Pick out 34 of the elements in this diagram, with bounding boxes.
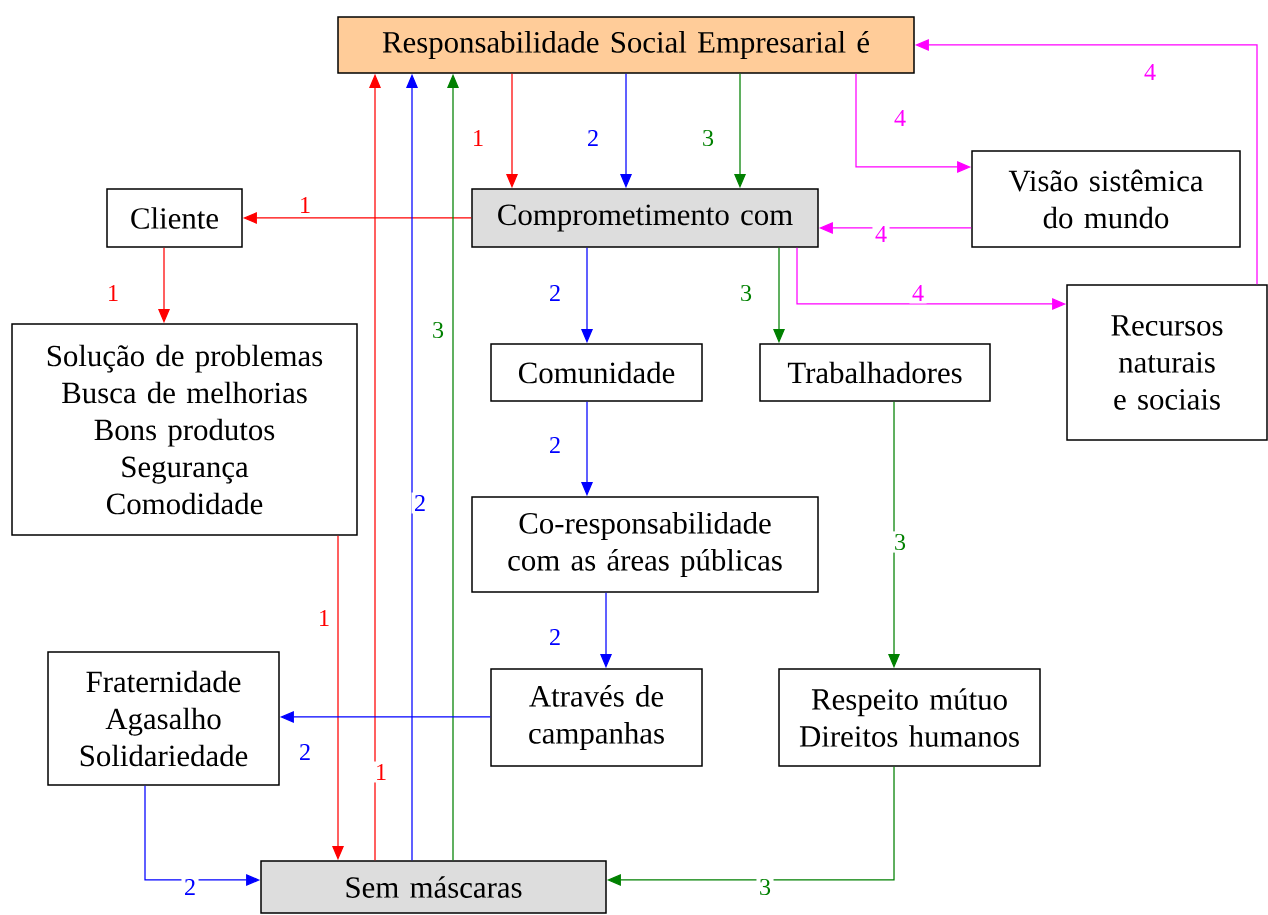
process-box: Cliente [106,188,243,248]
process-box: Através de campanhas [490,668,703,767]
process-box: Solução de problemas Busca de melhorias Bons produtos Segurança Comodidade [11,323,358,536]
edge-label: 1 [469,127,487,149]
edge-label: 2 [296,741,314,763]
edge-label: 3 [891,531,909,553]
edge-label: 4 [891,107,909,129]
process-box: Recursos naturais e sociais [1066,284,1268,441]
edge-label: 3 [737,282,755,304]
edge-label: 2 [546,626,564,648]
edge-label: 4 [1141,61,1159,83]
process-box: Responsabilidade Social Empresarial é [337,16,915,74]
edge-label: 1 [372,761,390,783]
edge-label: 1 [296,194,314,216]
edge-label: 2 [411,492,429,514]
edge-label: 3 [699,127,717,149]
process-box: Co-responsabilidade com as áreas públicas [471,496,819,593]
process-box: Visão sistêmica do mundo [971,150,1241,248]
edge-label: 2 [546,434,564,456]
process-box: Fraternidade Agasalho Solidariedade [47,651,280,786]
process-box: Respeito mútuo Direitos humanos [778,668,1041,767]
process-box: Sem máscaras [260,860,607,914]
edge-label: 2 [546,282,564,304]
edge-label: 4 [872,223,890,245]
edge-label: 2 [181,876,199,898]
process-box: Trabalhadores [759,343,991,402]
edge-label: 2 [584,127,602,149]
edge-label: 4 [909,282,927,304]
process-box: Comunidade [490,343,703,402]
edge-label: 3 [429,319,447,341]
process-box: Comprometimento com [471,188,819,248]
edge-label: 3 [756,876,774,898]
edge-label: 1 [104,282,122,304]
edge-label: 1 [315,607,333,629]
